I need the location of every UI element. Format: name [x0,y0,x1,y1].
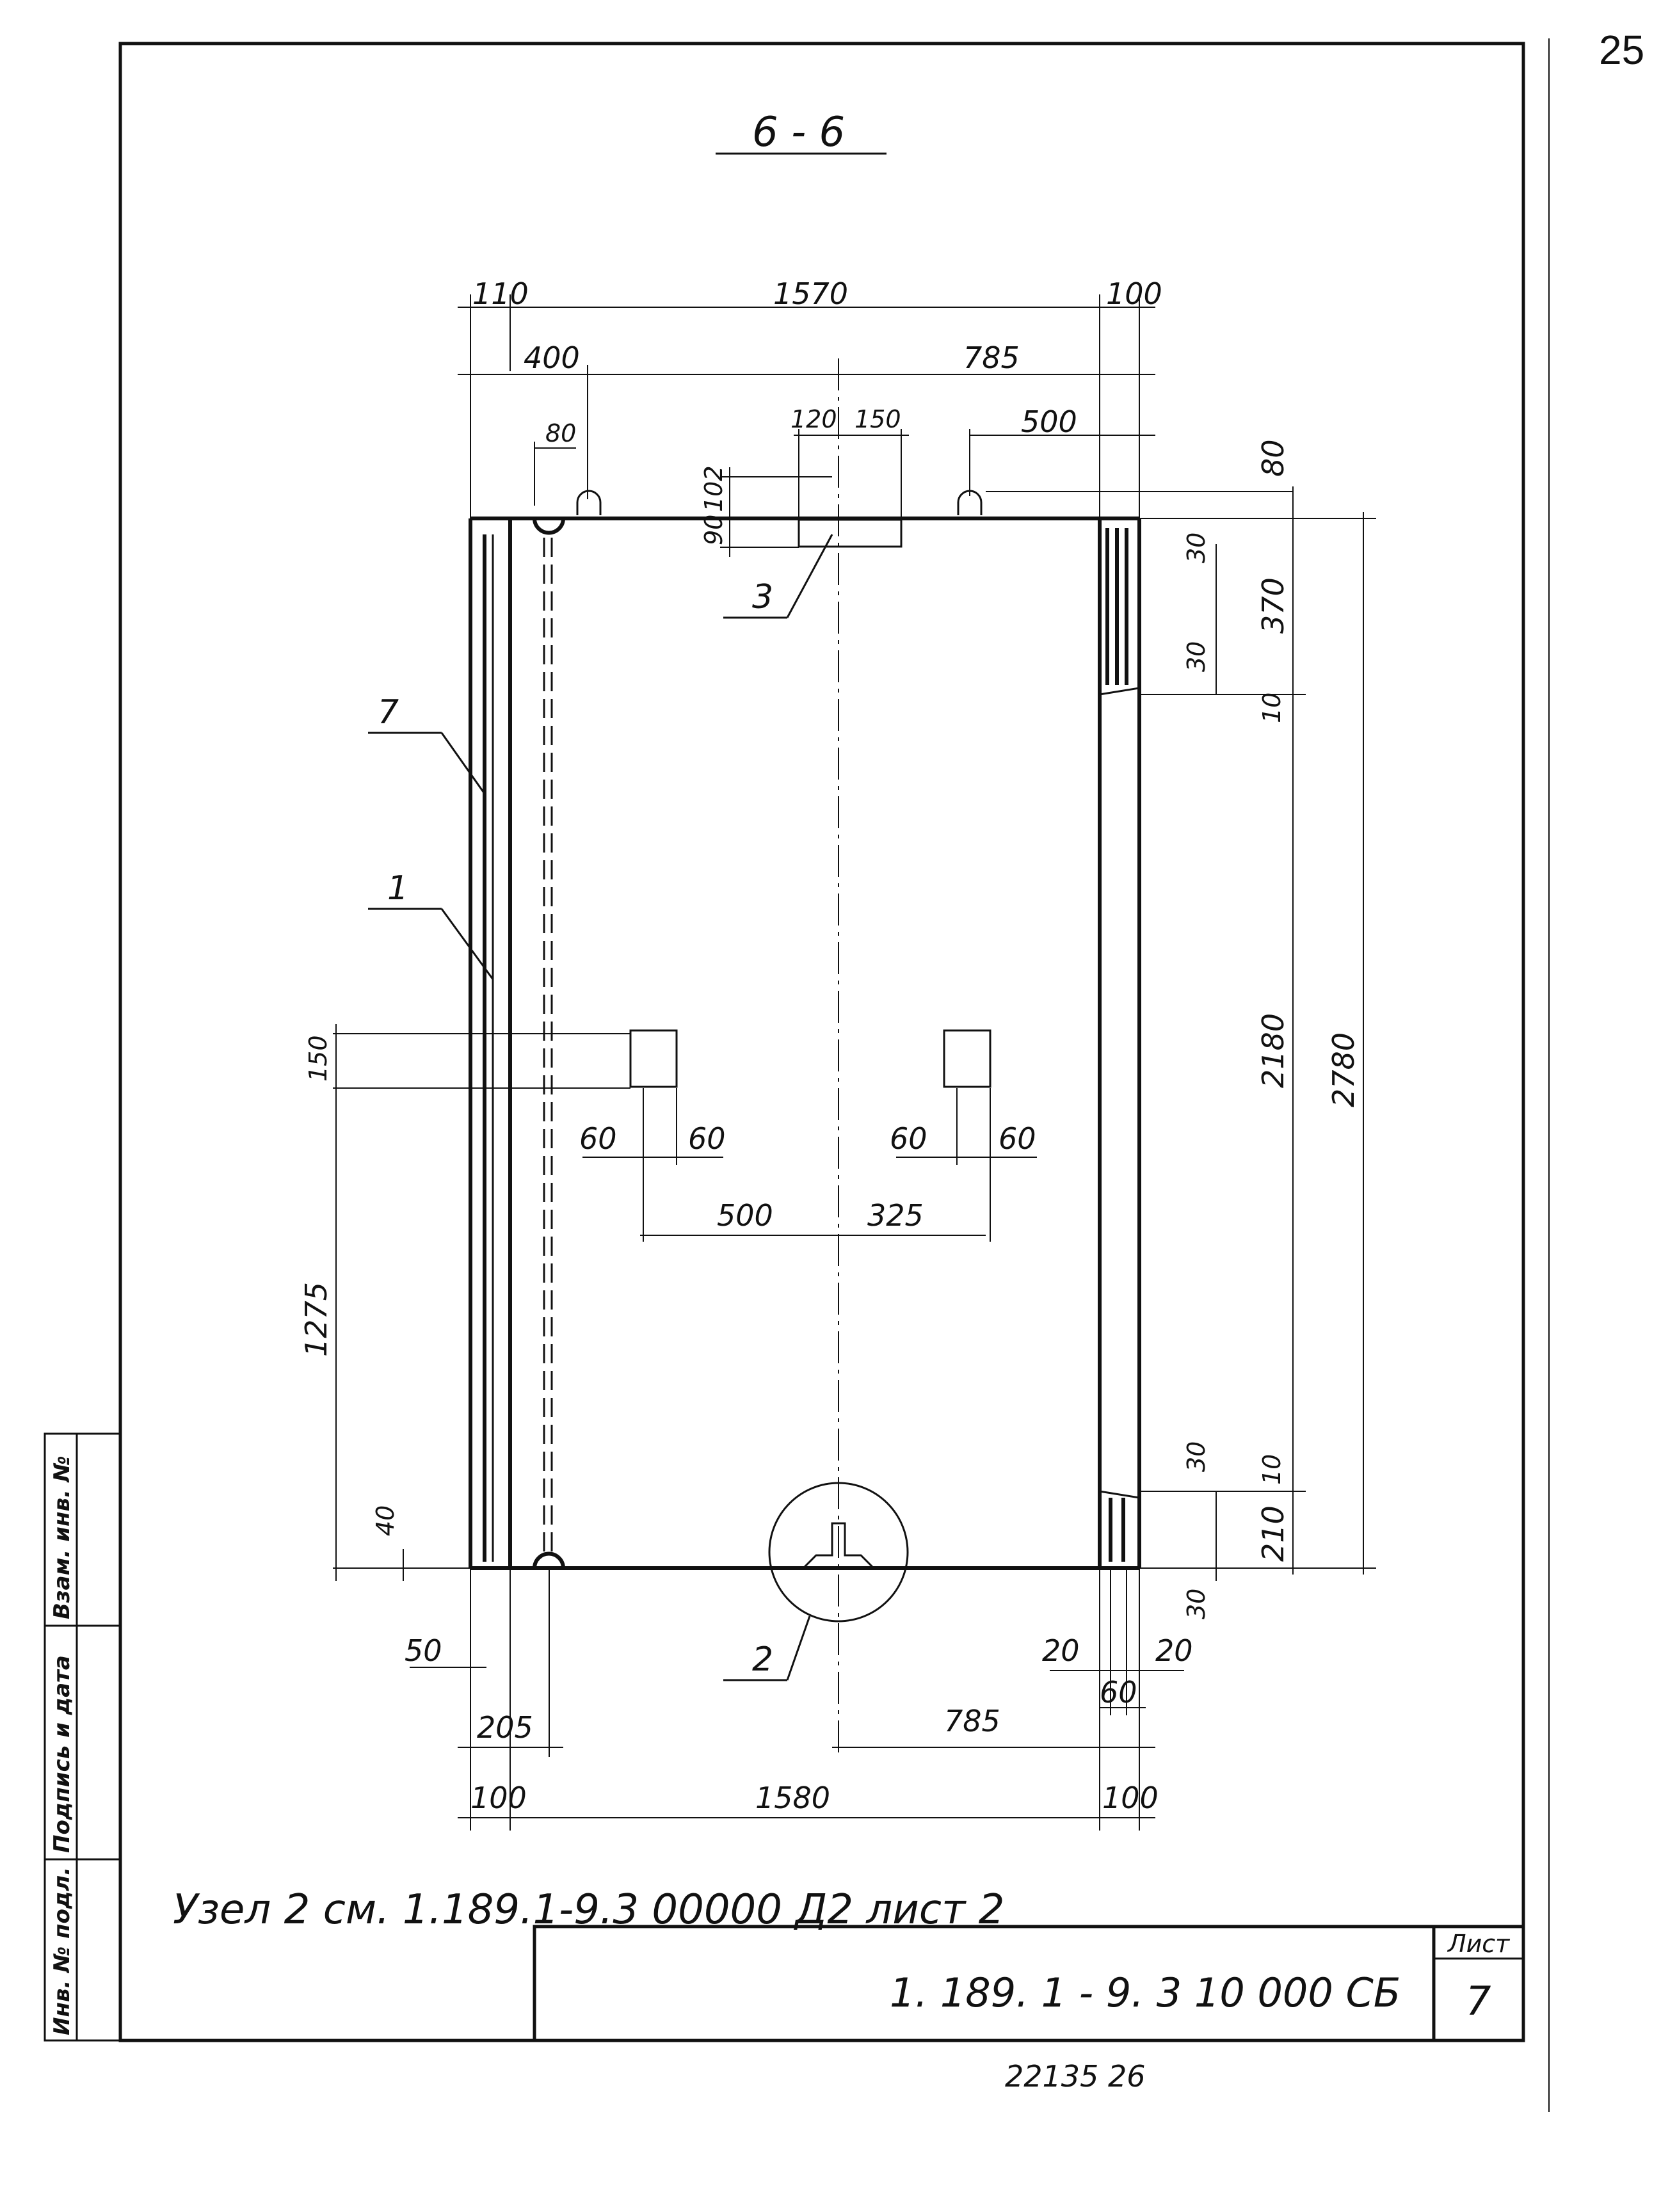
callouts: 7 1 3 2 [368,534,833,1681]
dim-r-2180: 2180 [1256,1013,1290,1088]
stamp-podpis: Подпись и дата [49,1655,75,1853]
side-stamp-table: Взам. инв. № Подпись и дата Инв. № подл. [44,1432,122,2042]
dim-r-30a: 30 [1182,533,1210,563]
dim-top-100: 100 [1106,276,1162,311]
dim-m-500: 500 [717,1198,773,1233]
dim-m-60c: 60 [890,1121,927,1156]
title-sheet-number: 7 [1466,1978,1491,2024]
dim-r-80: 80 [1256,439,1290,477]
dim-b-785: 785 [944,1704,1000,1738]
dim-r-2780: 2780 [1326,1032,1361,1107]
dim-b-100-right: 100 [1102,1781,1159,1815]
dim-400: 400 [524,341,580,375]
dim-top-1570: 1570 [773,276,848,311]
callout-1: 1 [387,869,408,908]
dim-150-top: 150 [855,405,901,433]
dim-r-10b: 10 [1258,1454,1286,1485]
dim-80-hole: 80 [545,419,576,447]
dim-b-205: 205 [477,1710,533,1745]
dim-l-40: 40 [371,1505,399,1536]
dim-500-top: 500 [1021,405,1077,439]
dim-b-20a: 20 [1042,1633,1080,1668]
dim-r-370: 370 [1256,577,1290,634]
dim-b-60: 60 [1100,1675,1137,1710]
stamp-inv: Инв. № подл. [49,1867,75,2035]
page-number: 25 [1599,27,1644,73]
dim-102: 102 [700,465,728,512]
footer-code: 22135 26 [1005,2059,1146,2094]
stamp-vzam: Взам. инв. № [49,1455,75,1619]
dim-m-60b: 60 [688,1121,726,1156]
note-text: Узел 2 см. 1.189.1-9.3 00000 Д2 лист 2 [173,1886,1004,1934]
dim-b-100-left: 100 [470,1781,527,1815]
dim-l-150: 150 [304,1035,332,1082]
dim-785-top: 785 [963,341,1020,375]
dim-r-30b: 30 [1182,641,1210,672]
dim-m-60d: 60 [999,1121,1036,1156]
dim-b-50: 50 [405,1633,442,1668]
title-sheet-label: Лист [1447,1930,1511,1958]
dim-r-10a: 10 [1258,693,1286,723]
dim-r-30c: 30 [1182,1441,1210,1472]
dim-120: 120 [790,405,837,433]
dim-top-110: 110 [472,276,529,311]
dimension-lines [333,294,1376,1831]
dimension-values: 110 1570 100 400 785 80 120 150 500 102 … [299,276,1361,1815]
dim-m-60a: 60 [579,1121,617,1156]
callout-3: 3 [752,578,773,616]
callout-2: 2 [752,1640,773,1679]
dim-r-210: 210 [1256,1505,1290,1562]
dim-b-1580: 1580 [755,1781,830,1815]
callout-7: 7 [378,693,399,732]
dim-90: 90 [700,515,728,545]
section-title: 6 - 6 [716,109,887,156]
dim-l-1275: 1275 [299,1282,333,1357]
panel-elevation [469,358,1141,1754]
dim-b-20b: 20 [1155,1633,1193,1668]
section-title-text: 6 - 6 [752,109,845,156]
dim-m-325: 325 [867,1198,924,1233]
title-designation: 1. 189. 1 - 9. 3 10 000 СБ [890,1969,1400,2016]
dim-r-30d: 30 [1182,1589,1210,1619]
title-block: 1. 189. 1 - 9. 3 10 000 СБ Лист 7 [533,1925,1525,2042]
